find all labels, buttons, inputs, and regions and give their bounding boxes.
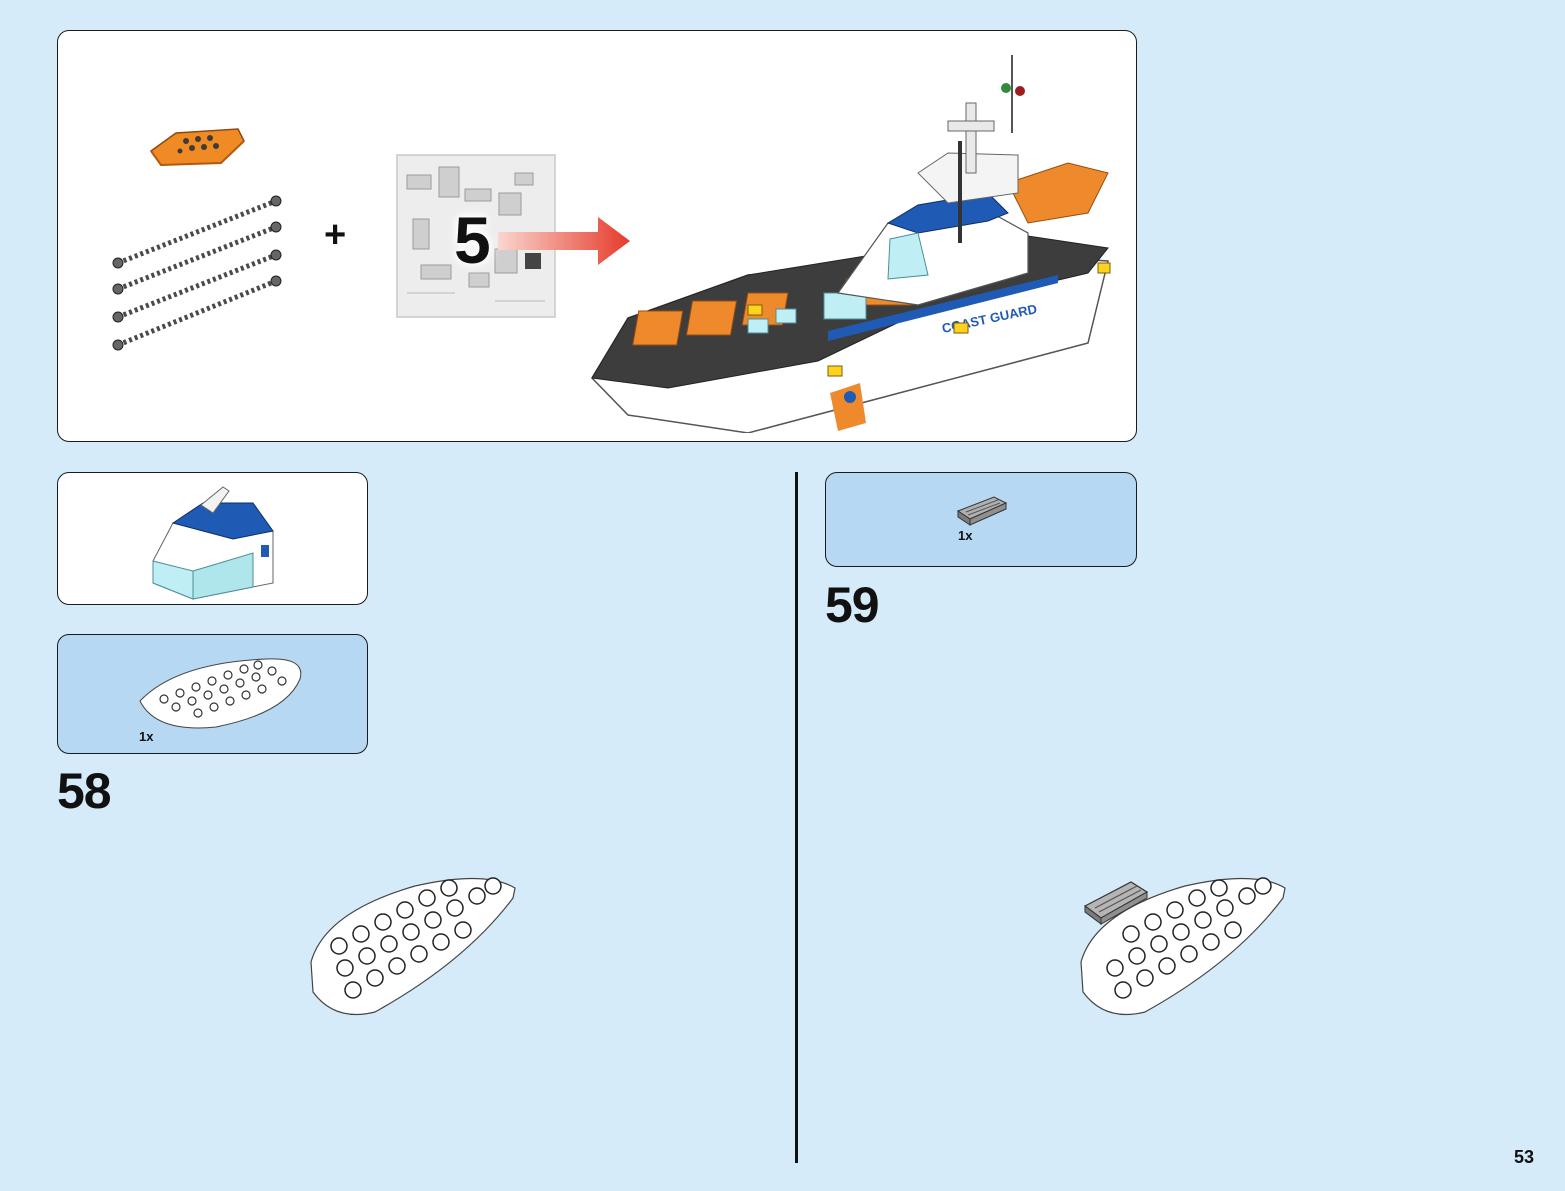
step-number-59: 59 [825, 577, 880, 633]
grille-tile-icon [956, 496, 1008, 526]
half-round-plate-icon [139, 658, 302, 729]
part-quantity: 1x [958, 528, 973, 543]
page-number: 53 [1514, 1147, 1535, 1167]
coast-guard-ship-icon: COAST GUARD [591, 55, 1111, 433]
step-58-assembly-icon [310, 877, 516, 1016]
plus-symbol: + [324, 214, 347, 256]
column-divider [795, 472, 798, 1163]
bag-number: 5 [454, 203, 491, 277]
bridge-cabin-icon [152, 486, 274, 600]
chain-pieces-icon [112, 195, 282, 351]
step-number-58: 58 [57, 763, 112, 819]
arrow-right-icon [498, 217, 630, 265]
step-59-assembly-icon [1080, 877, 1286, 1016]
parts-callout-59: 1x [825, 472, 1137, 567]
part-quantity: 1x [139, 729, 154, 744]
submodel-panel [57, 472, 368, 605]
header-panel: + 5 [57, 30, 1137, 442]
life-raft-icon [149, 128, 245, 167]
parts-callout-58: 1x [57, 634, 368, 754]
